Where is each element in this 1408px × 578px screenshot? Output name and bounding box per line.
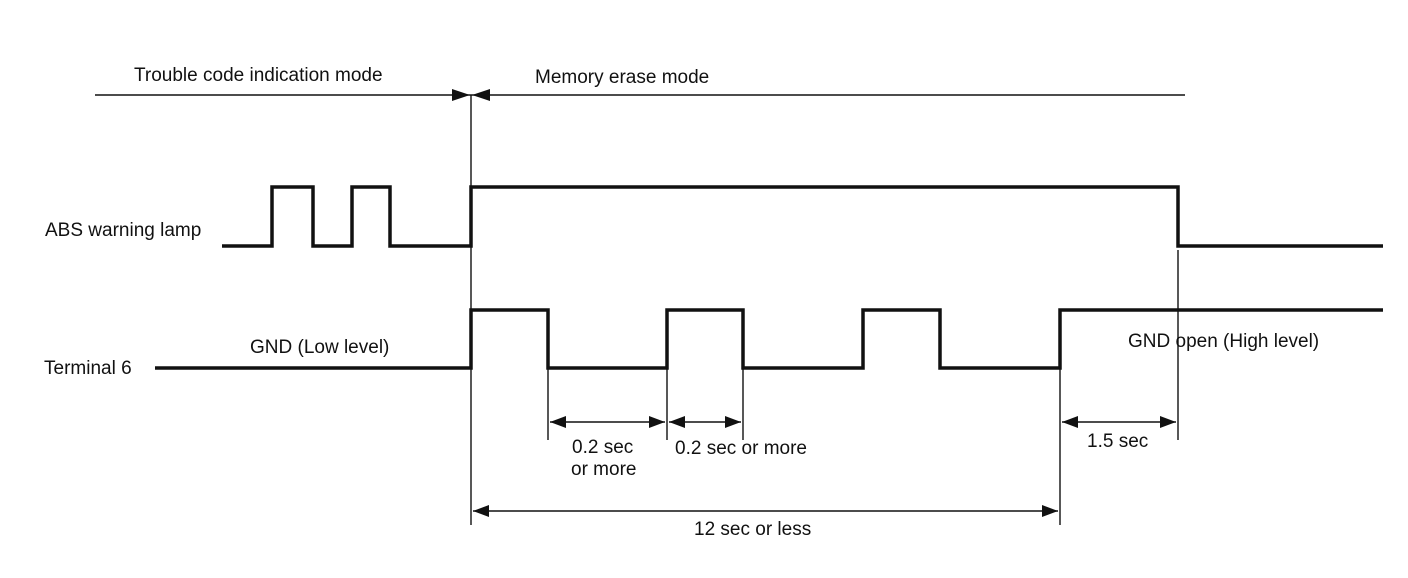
- delay-dimension: [1062, 416, 1176, 428]
- trouble-code-mode-label: Trouble code indication mode: [134, 65, 383, 86]
- trouble-code-mode-arrow: [452, 89, 470, 101]
- low-time-label-line1: 0.2 sec: [572, 437, 633, 458]
- gnd-open-high-level-label: GND open (High level): [1128, 331, 1319, 352]
- mode-span-line: [95, 89, 1185, 101]
- gnd-low-level-label: GND (Low level): [250, 337, 389, 358]
- low-time-label-line2: or more: [571, 459, 636, 480]
- memory-erase-mode-label: Memory erase mode: [535, 67, 709, 88]
- high-time-label: 0.2 sec or more: [675, 438, 807, 459]
- abs-warning-lamp-label: ABS warning lamp: [45, 220, 201, 241]
- memory-erase-mode-arrow: [472, 89, 490, 101]
- total-time-dimension: [473, 505, 1058, 517]
- high-time-dimension: [669, 416, 741, 428]
- terminal-6-waveform: [155, 308, 1383, 370]
- total-time-label: 12 sec or less: [694, 519, 811, 540]
- terminal-6-label: Terminal 6: [44, 358, 132, 379]
- abs-warning-lamp-waveform: [222, 185, 1383, 248]
- low-time-dimension: [550, 416, 665, 428]
- delay-label: 1.5 sec: [1087, 431, 1148, 452]
